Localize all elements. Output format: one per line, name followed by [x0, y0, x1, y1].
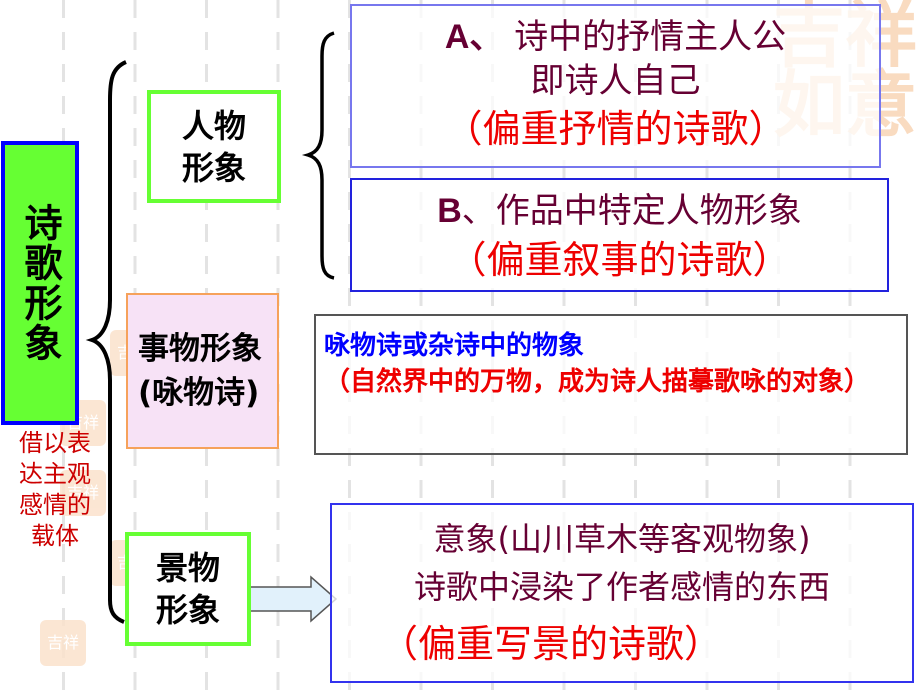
right-arrow-icon	[249, 575, 338, 623]
detail-a-prefix: A、	[444, 18, 504, 56]
detail-b-line1: B、作品中特定人物形象	[352, 188, 887, 234]
object-detail-line2: （自然界中的万物，成为诗人描摹歌咏的对象）	[324, 367, 871, 397]
detail-b-prefix: B	[437, 192, 462, 230]
category-object-label: 事物形象(咏物诗)	[138, 331, 262, 411]
scene-detail-line3: （偏重写景的诗歌）	[380, 622, 723, 666]
detail-a-line1: A、 诗中的抒情主人公	[352, 16, 879, 58]
side-note: 借以表达主观感情的载体	[19, 429, 91, 550]
root-label: 诗歌形象	[18, 203, 62, 363]
seal-watermark-small: 吉祥	[60, 470, 106, 516]
category-person-image: 人物形象	[147, 90, 281, 203]
root-node-poetry-image: 诗歌形象	[1, 141, 79, 425]
object-detail-line1: 咏物诗或杂诗中的物象	[324, 331, 585, 361]
category-person-label: 人物形象	[181, 106, 246, 187]
scene-detail: 意象(山川草木等客观物象) 诗歌中浸染了作者感情的东西 （偏重写景的诗歌）	[330, 503, 914, 683]
scene-detail-line2: 诗歌中浸染了作者感情的东西	[413, 568, 830, 606]
detail-a-line2: 即诗人自己	[530, 61, 701, 101]
detail-b-text: 、作品中特定人物形象	[461, 191, 802, 231]
scene-detail-line1: 意象(山川草木等客观物象)	[433, 520, 811, 558]
person-detail-b: B、作品中特定人物形象 （偏重叙事的诗歌）	[350, 178, 889, 292]
person-detail-a: A、 诗中的抒情主人公 即诗人自己 （偏重抒情的诗歌）	[350, 4, 881, 168]
detail-b-line2: （偏重叙事的诗歌）	[448, 238, 791, 282]
category-object-image: 事物形象(咏物诗)	[126, 293, 279, 449]
seal-watermark-small: 吉祥	[40, 620, 86, 666]
category-scene-label: 景物形象	[155, 549, 220, 629]
object-detail: 咏物诗或杂诗中的物象 （自然界中的万物，成为诗人描摹歌咏的对象）	[314, 314, 908, 455]
detail-a-line3: （偏重抒情的诗歌）	[444, 107, 787, 151]
detail-a-text: 诗中的抒情主人公	[503, 17, 787, 57]
category-scene-image: 景物形象	[125, 532, 251, 646]
